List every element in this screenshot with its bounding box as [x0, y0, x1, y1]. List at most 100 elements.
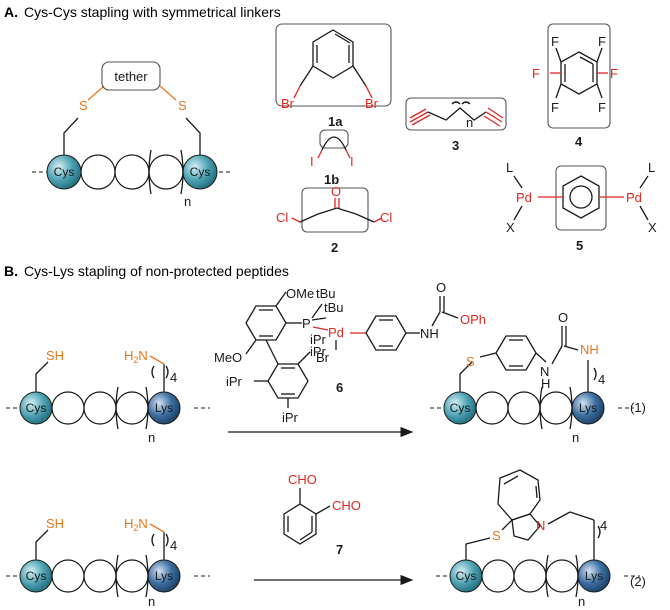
phenoxy: OPh [460, 312, 486, 327]
isopropyl: iPr [310, 332, 327, 347]
lys-label: Lys [579, 401, 597, 415]
isopropyl: iPr [226, 374, 243, 389]
residue-bead [539, 391, 573, 425]
compound-1a: Br Br 1a [275, 23, 392, 129]
bromine-right: Br [365, 96, 379, 111]
oxygen-2: O [331, 184, 341, 199]
urea-nh: NH [580, 342, 599, 357]
bromine-left: Br [281, 96, 295, 111]
cys-label: Cys [456, 569, 477, 583]
methoxy-bottom: MeO [214, 350, 242, 365]
residue-bead [115, 559, 149, 593]
ligand-L: L [506, 160, 513, 175]
palladium-right: Pd [626, 190, 642, 205]
peptide-b2-product: Cys Lys n S N 4 (2) [436, 469, 646, 609]
tether-box [101, 61, 161, 91]
section-a-letter: A. [4, 4, 18, 20]
cys-label: Cys [190, 165, 211, 179]
sulfur-product: S [466, 354, 475, 369]
fluorine-atom: F [551, 100, 559, 115]
cys-label: Cys [450, 401, 471, 415]
residue-bead [475, 391, 509, 425]
section-a-heading: A. Cys-Cys stapling with symmetrical lin… [4, 4, 281, 20]
ligand-X: X [648, 220, 657, 235]
sulfur-product-2: S [492, 528, 501, 543]
chain-four: 4 [600, 518, 607, 533]
lys-label: Lys [155, 569, 173, 583]
residue-bead [51, 559, 85, 593]
amine-h2n: H2N [124, 348, 148, 365]
peptide-a: Cys Cys n S S tether [32, 61, 232, 209]
palladium-6: Pd [328, 325, 344, 340]
compound-4: F F F F F F 4 [532, 23, 618, 149]
chlorine-left: Cl [276, 210, 288, 225]
residue-bead [83, 559, 117, 593]
fluorine-red-right: F [610, 66, 618, 81]
compound-7: CHO CHO 7 [283, 472, 361, 557]
section-a-title: Cys-Cys stapling with symmetrical linker… [24, 4, 281, 20]
tert-butyl: tBu [324, 300, 344, 315]
palladium-left: Pd [516, 190, 532, 205]
compound-2: O Cl Cl 2 [276, 184, 392, 255]
aldehyde-side: CHO [332, 498, 361, 513]
compound-3: n 3 [405, 97, 507, 153]
cys-label: Cys [54, 165, 75, 179]
compound-2-label: 2 [331, 240, 338, 255]
residue-bead [115, 391, 149, 425]
chain-four: 4 [170, 538, 177, 553]
aldehyde-top: CHO [288, 472, 317, 487]
residue-bead [80, 154, 116, 190]
chlorine-right: Cl [380, 210, 392, 225]
chain-four: 4 [598, 372, 605, 387]
cys-label: Cys [26, 401, 47, 415]
thiol-sh: SH [46, 348, 64, 363]
fluorine-red-left: F [532, 66, 540, 81]
section-b-heading: B. Cys-Lys stapling of non-protected pep… [4, 263, 289, 279]
peptide-b1-product: Cys Lys n S N H O NH 4 (1) [430, 310, 646, 445]
residue-bead [83, 391, 117, 425]
compound-6-label: 6 [336, 380, 343, 395]
amine-h2n: H2N [124, 516, 148, 533]
iodine-left: I [310, 154, 314, 169]
peptide-b2-start: Cys Lys n SH H2N 4 [6, 516, 210, 609]
residue-bead [507, 391, 541, 425]
phosphorus: P [302, 316, 311, 331]
fluorine-atom: F [598, 100, 606, 115]
compound-1b-label: 1b [324, 172, 339, 187]
ligand-X: X [506, 220, 515, 235]
chain-four: 4 [170, 370, 177, 385]
cys-label: Cys [26, 569, 47, 583]
isopropyl: iPr [282, 410, 299, 425]
repeat-bracket-right [180, 149, 184, 195]
compound-3-label: 3 [452, 138, 459, 153]
equation-1: (1) [630, 400, 646, 415]
residue-bead [513, 559, 547, 593]
fluorine-atom: F [598, 34, 606, 49]
compound-5-label: 5 [576, 238, 583, 253]
residue-bead [51, 391, 85, 425]
compound-1b: I I 1b [310, 129, 354, 187]
repeat-n-label: n [148, 594, 155, 609]
residue-bead [114, 154, 150, 190]
methoxy-top: OMe [286, 286, 314, 301]
sulfur-right: S [178, 98, 187, 113]
compound-5: Pd Pd L X L X 5 [506, 160, 657, 253]
section-b-letter: B. [4, 263, 18, 279]
compound-4-label: 4 [575, 134, 583, 149]
amide-nh: NH [420, 326, 439, 341]
section-b-title: Cys-Lys stapling of non-protected peptid… [24, 263, 289, 279]
carbonyl-o: O [436, 280, 446, 295]
peptide-b1-start: Cys Lys n SH H2N 4 [6, 348, 210, 445]
iodine-right: I [350, 154, 354, 169]
lys-label: Lys [155, 401, 173, 415]
urea-n: N [540, 364, 549, 379]
ligand-L: L [648, 160, 655, 175]
equation-2: (2) [630, 574, 646, 589]
thiol-sh: SH [46, 516, 64, 531]
tert-butyl: tBu [316, 286, 336, 301]
fluorine-atom: F [551, 34, 559, 49]
repeat-n-label: n [578, 594, 585, 609]
compound-7-label: 7 [336, 542, 343, 557]
